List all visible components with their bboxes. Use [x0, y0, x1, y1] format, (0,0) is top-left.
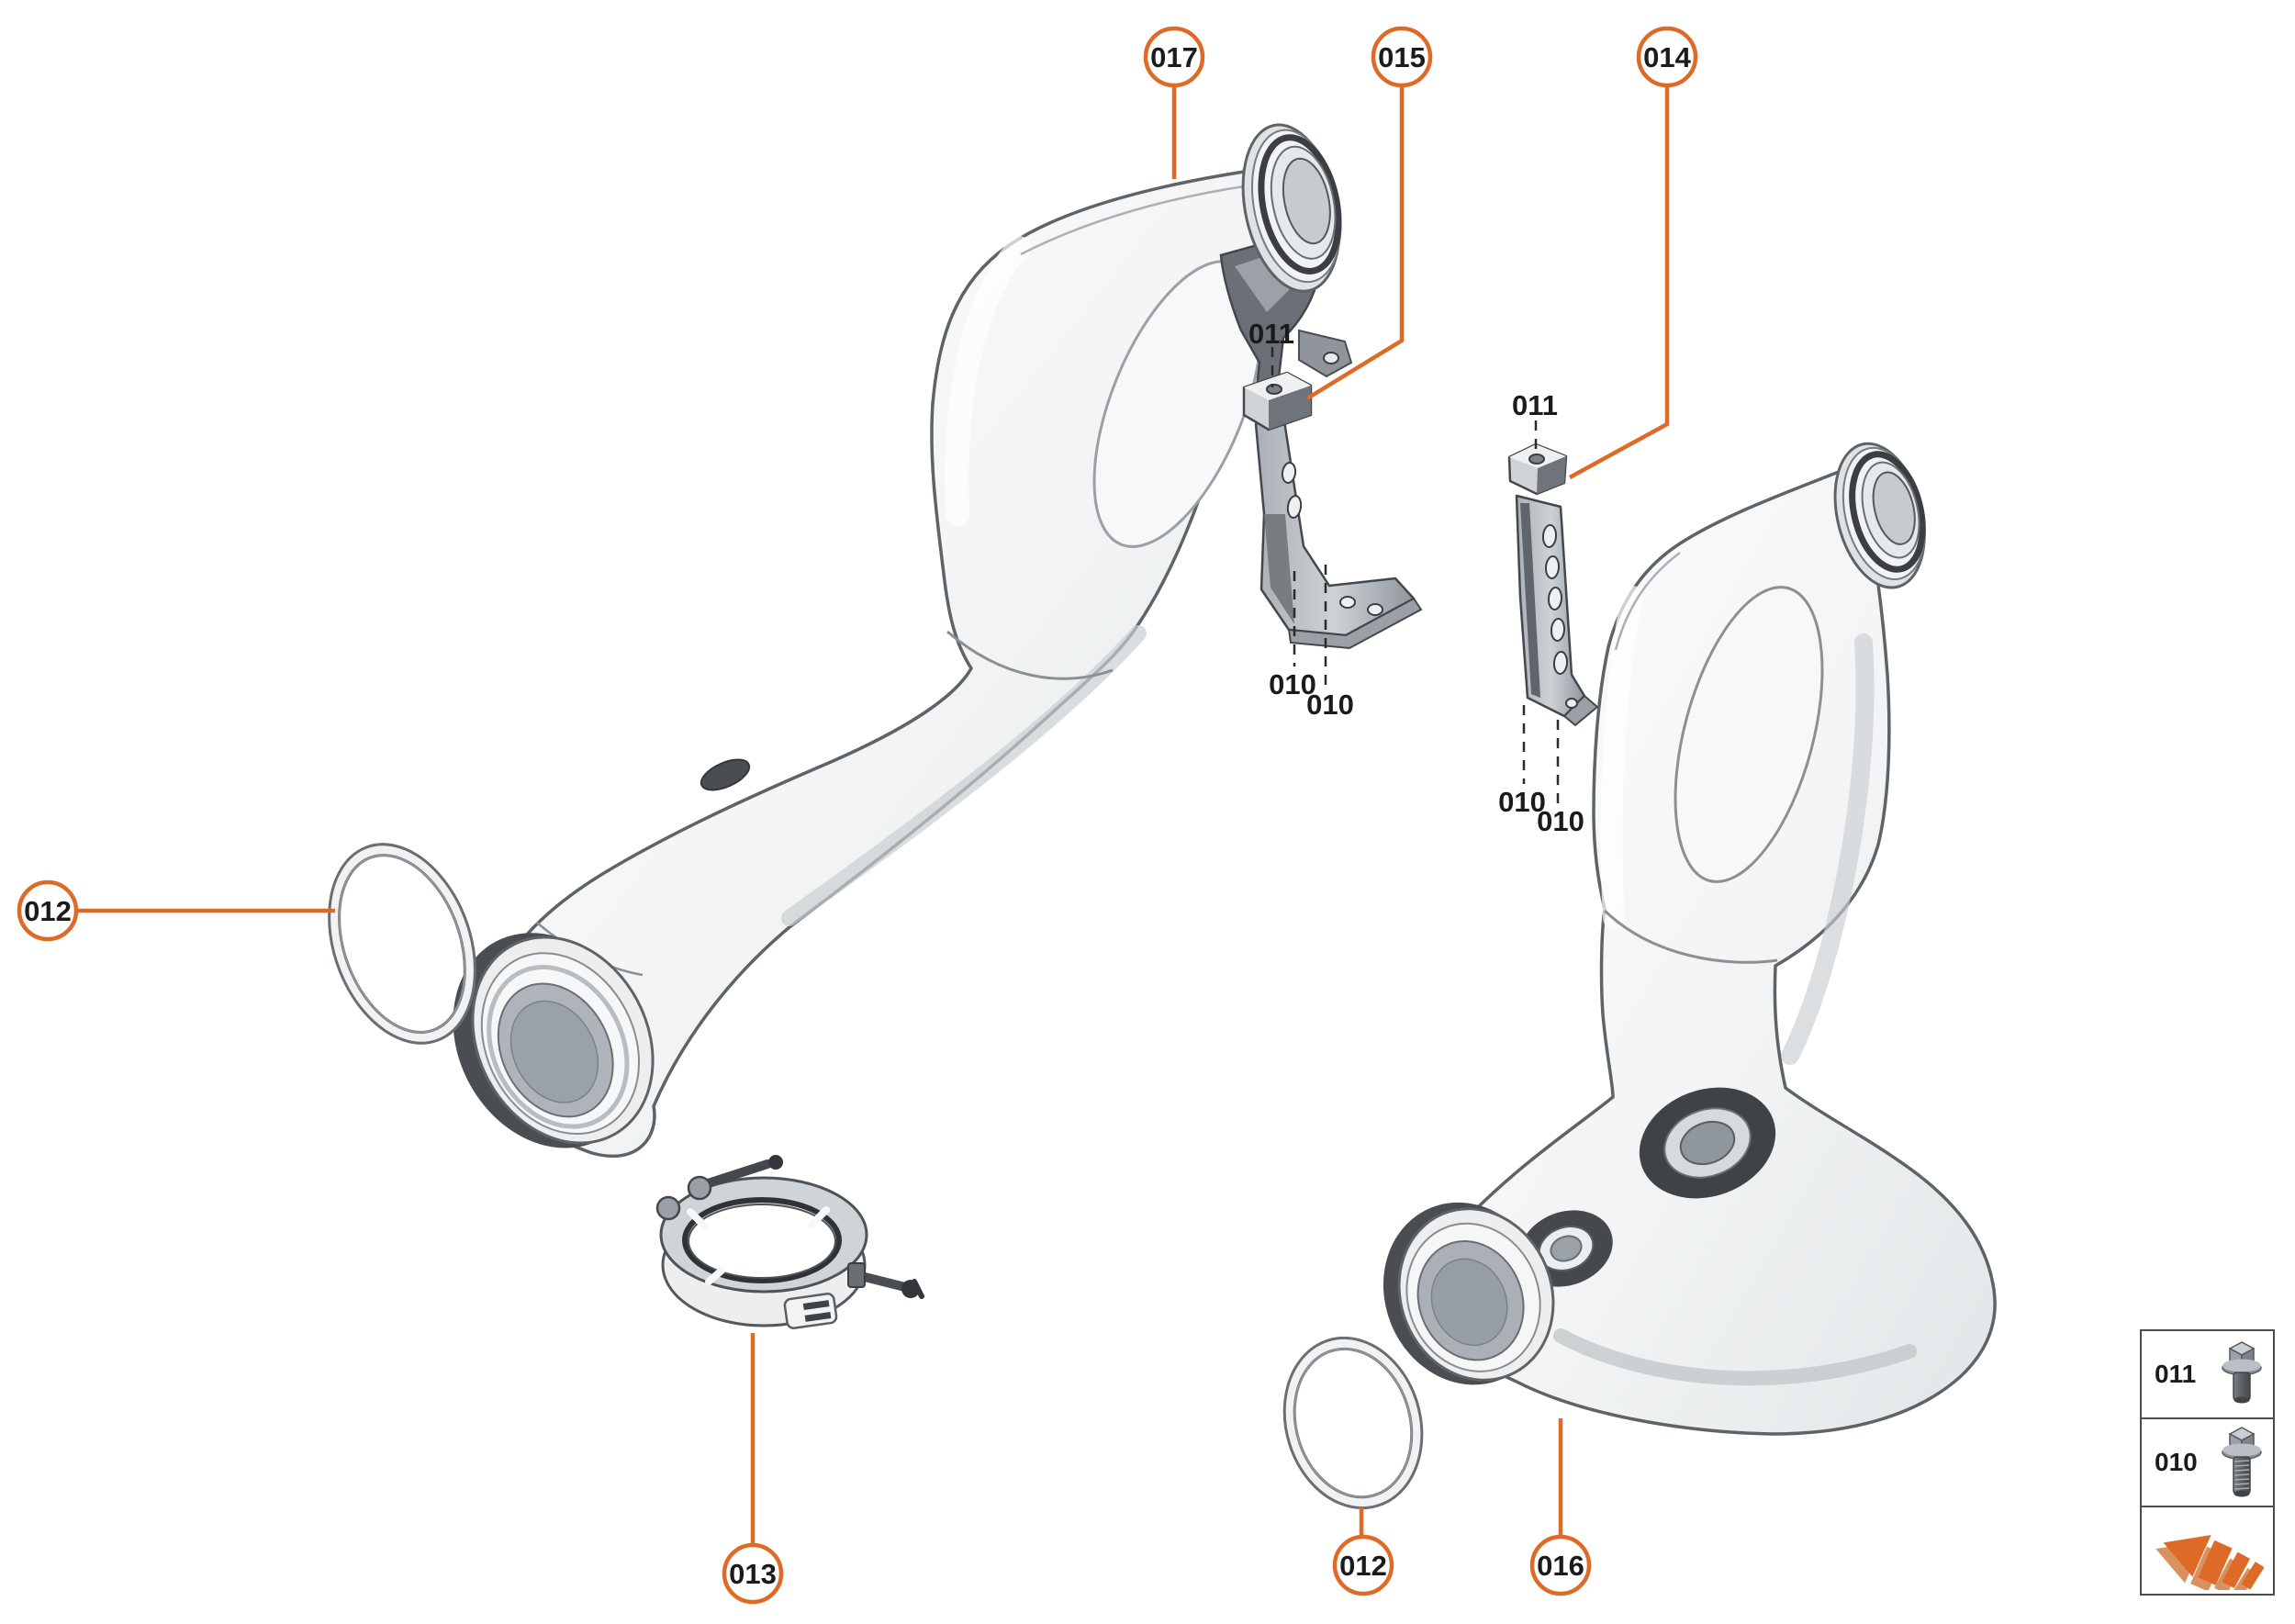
left-downpipe-inlet-flange — [1241, 123, 1342, 293]
callout-016[interactable]: 016 — [1529, 1534, 1592, 1596]
right-bracket-bolt-011-label: 011 — [1512, 389, 1558, 421]
callout-013[interactable]: 013 — [722, 1542, 784, 1605]
right-bracket-bolt-010-label-a: 010 — [1498, 786, 1546, 818]
leader-014 — [1568, 85, 1670, 479]
left-bracket-bolt-010-label-b: 010 — [1306, 689, 1354, 721]
direction-of-travel-arrow-icon — [2155, 1535, 2264, 1590]
right-downpipe-inlet-flange — [1833, 442, 1926, 589]
left-bracket-bolt-010-label-a: 010 — [1269, 668, 1316, 700]
callout-015-label: 015 — [1378, 41, 1426, 73]
callout-leader-lines — [77, 85, 1670, 1544]
legend-row-011: 011 — [2142, 1331, 2273, 1419]
callout-014-label: 014 — [1643, 41, 1691, 73]
gasket-ring-bottom-illustration — [1282, 1336, 1424, 1509]
callout-017-label: 017 — [1150, 41, 1198, 73]
legend-label-010: 010 — [2155, 1448, 2198, 1476]
left-downpipe-outlet — [453, 933, 655, 1148]
left-downpipe-illustration — [453, 123, 1353, 1159]
callout-013-label: 013 — [729, 1558, 777, 1590]
v-band-clamp-illustration — [655, 1155, 924, 1329]
right-downpipe-illustration — [1383, 442, 1997, 1436]
bolt-reference-lines — [1271, 347, 1560, 804]
callouts: 017 015 014 012 013 012 016 — [17, 26, 1698, 1605]
right-bracket-bolt-010-label-b: 010 — [1537, 805, 1584, 837]
hex-flange-bolt-threaded-icon — [2222, 1427, 2262, 1497]
right-downpipe-outlet — [1383, 1202, 1555, 1385]
fasteners-legend: 011 010 — [2140, 1329, 2275, 1596]
left-support-bracket-illustration — [1242, 371, 1423, 650]
callout-015[interactable]: 015 — [1371, 26, 1433, 88]
right-downpipe-boss — [1639, 1087, 1776, 1199]
callout-012-bottom[interactable]: 012 — [1332, 1534, 1394, 1596]
right-support-bracket-illustration — [1507, 442, 1599, 727]
hex-flange-bolt-short-icon — [2222, 1341, 2262, 1404]
legend-label-011: 011 — [2155, 1360, 2197, 1388]
callout-014[interactable]: 014 — [1636, 26, 1698, 88]
legend-row-010: 010 — [2142, 1419, 2273, 1507]
inline-bolt-labels: 011 010 010 011 010 010 — [1248, 318, 1584, 837]
legend-row-direction — [2142, 1507, 2273, 1594]
callout-016-label: 016 — [1537, 1550, 1584, 1582]
callout-017[interactable]: 017 — [1143, 26, 1205, 88]
callout-012-bottom-label: 012 — [1339, 1550, 1387, 1582]
leader-015 — [1305, 85, 1405, 400]
callout-012-left-label: 012 — [24, 895, 72, 927]
left-bracket-bolt-011-label: 011 — [1248, 318, 1294, 350]
callout-012-left[interactable]: 012 — [17, 879, 79, 942]
